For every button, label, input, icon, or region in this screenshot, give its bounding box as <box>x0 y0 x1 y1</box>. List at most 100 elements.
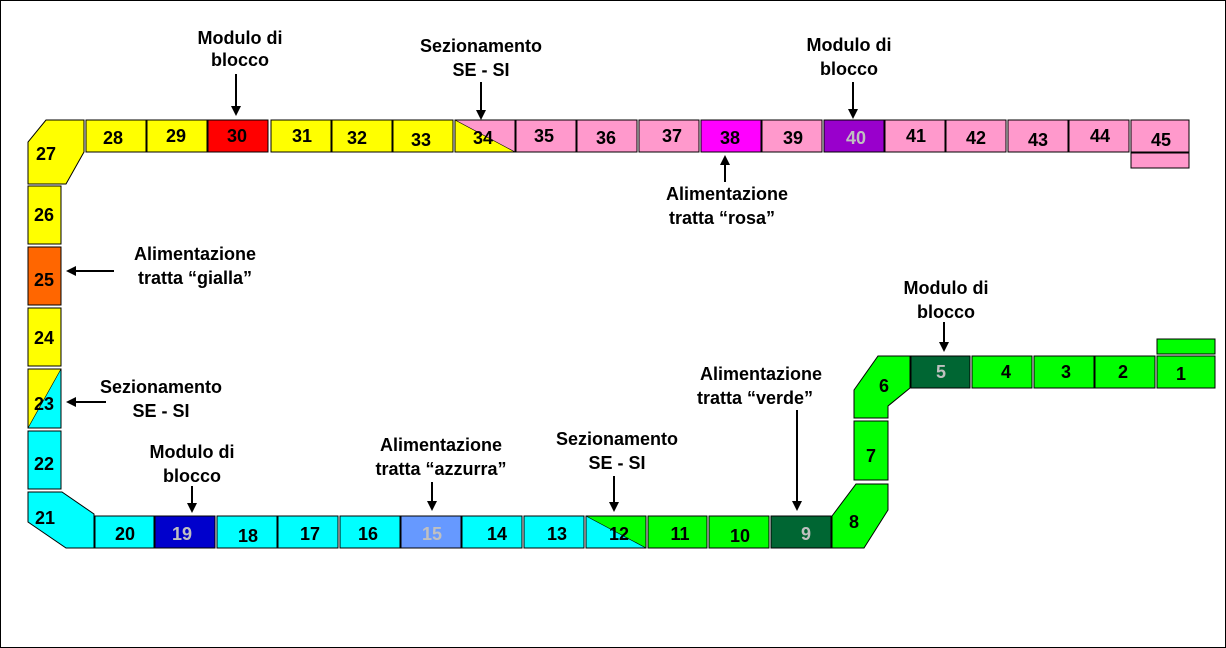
segment-13-label: 13 <box>547 524 567 544</box>
annotation-sez-34-line2: SE - SI <box>452 60 509 80</box>
segment-5: 5 <box>910 355 971 389</box>
segment-20-label: 20 <box>115 524 135 544</box>
annotation-alim-38-line1: Alimentazione <box>666 184 788 204</box>
segment-3: 3 <box>1033 355 1095 389</box>
segment-32: 32 <box>331 119 393 153</box>
annotation-alim-15-line2: tratta “azzurra” <box>375 459 506 479</box>
segment-45-label: 45 <box>1151 130 1171 150</box>
segment-10: 10 <box>708 515 770 549</box>
segment-33-label: 33 <box>411 130 431 150</box>
segment-11-label: 11 <box>670 524 689 544</box>
segment-42-label: 42 <box>966 128 986 148</box>
segment-26-label: 26 <box>34 205 54 225</box>
segment-7: 7 <box>853 420 889 481</box>
segment-33: 33 <box>392 119 454 153</box>
segment-35-label: 35 <box>534 126 554 146</box>
annotation-alim-25-line1: Alimentazione <box>134 244 256 264</box>
annotation-modulo-5: Modulo di blocco <box>904 278 989 352</box>
segment-13: 13 <box>523 515 585 549</box>
annotation-sez-23: Sezionamento SE - SI <box>66 377 222 421</box>
segment-21-label: 21 <box>35 508 55 528</box>
segment-37: 37 <box>638 119 700 153</box>
segment-3-label: 3 <box>1061 362 1071 382</box>
segment-32-label: 32 <box>347 128 367 148</box>
segment-30: 30 <box>207 119 269 153</box>
annotation-modulo-5-line2: blocco <box>917 302 975 322</box>
annotation-modulo-40-line2: blocco <box>820 59 878 79</box>
segment-9-label: 9 <box>801 524 811 544</box>
segment-39-label: 39 <box>783 128 803 148</box>
segment-38-label: 38 <box>720 128 740 148</box>
segment-21: 21 <box>27 491 95 549</box>
segment-10-label: 10 <box>730 526 750 546</box>
annotation-sez-34-line1: Sezionamento <box>420 36 542 56</box>
segment-14: 14 <box>461 515 523 549</box>
annotation-alim-9-line2: tratta “verde” <box>697 388 813 408</box>
segment-25: 25 <box>27 246 62 306</box>
segment-25-label: 25 <box>34 270 54 290</box>
annotation-modulo-19-line1: Modulo di <box>150 442 235 462</box>
segment-19-label: 19 <box>172 524 192 544</box>
segment-38: 38 <box>700 119 762 153</box>
annotation-modulo-40: Modulo di blocco <box>807 35 891 119</box>
segment-15: 15 <box>400 515 462 549</box>
segment-12: 12 <box>585 515 647 549</box>
annotation-sez-34: Sezionamento SE - SI <box>420 36 542 120</box>
segment-22: 22 <box>27 430 62 490</box>
segment-40: 40 <box>823 119 885 153</box>
segment-34: 34 <box>454 119 516 153</box>
annotation-sez-23-line2: SE - SI <box>132 401 189 421</box>
segment-17: 17 <box>277 515 339 549</box>
segment-14-label: 14 <box>487 524 507 544</box>
segment-2-label: 2 <box>1118 362 1128 382</box>
annotation-sez-23-line1: Sezionamento <box>100 377 222 397</box>
segment-43-label: 43 <box>1028 130 1048 150</box>
segment-23: 23 <box>27 368 62 429</box>
segment-27: 27 <box>27 119 85 185</box>
annotation-modulo-30-line1: Modulo di <box>198 28 283 48</box>
segment-18-label: 18 <box>238 526 258 546</box>
annotation-alim-15: Alimentazione tratta “azzurra” <box>375 435 507 511</box>
segment-44: 44 <box>1068 119 1130 153</box>
segment-31-label: 31 <box>292 126 312 146</box>
annotation-sez-12-line2: SE - SI <box>588 453 645 473</box>
segment-43: 43 <box>1007 119 1069 153</box>
segment-12-label: 12 <box>609 524 629 544</box>
segment-11: 11 <box>647 515 708 549</box>
segment-41-label: 41 <box>906 126 926 146</box>
annotation-alim-9-line1: Alimentazione <box>700 364 822 384</box>
segment-23-label: 23 <box>34 394 54 414</box>
segment-29-label: 29 <box>166 126 186 146</box>
segment-24-label: 24 <box>34 328 54 348</box>
segment-8-label: 8 <box>849 512 859 532</box>
segment-35: 35 <box>515 119 577 153</box>
segment-45: 45 <box>1130 119 1190 169</box>
segment-16-label: 16 <box>358 524 378 544</box>
annotation-modulo-19: Modulo di blocco <box>150 442 235 513</box>
segment-22-label: 22 <box>34 454 54 474</box>
annotation-modulo-30-line2: blocco <box>211 50 269 70</box>
segment-16: 16 <box>339 515 401 549</box>
segment-28-label: 28 <box>103 128 123 148</box>
annotation-sez-12-line1: Sezionamento <box>556 429 678 449</box>
annotation-alim-25: Alimentazione tratta “gialla” <box>66 244 256 288</box>
segment-37-label: 37 <box>662 126 682 146</box>
segment-5-label: 5 <box>936 362 946 382</box>
segment-27-label: 27 <box>36 144 56 164</box>
segment-36-label: 36 <box>596 128 616 148</box>
annotation-alim-38: Alimentazione tratta “rosa” <box>666 155 788 228</box>
segment-20: 20 <box>94 515 155 549</box>
segment-41: 41 <box>884 119 946 153</box>
segment-1-label: 1 <box>1176 364 1186 384</box>
segment-18: 18 <box>216 515 278 549</box>
segment-30-label: 30 <box>227 126 247 146</box>
annotation-modulo-5-line1: Modulo di <box>904 278 989 298</box>
segment-44-label: 44 <box>1090 126 1110 146</box>
segment-4: 4 <box>971 355 1033 389</box>
annotation-modulo-19-line2: blocco <box>163 466 221 486</box>
segment-19: 19 <box>154 515 216 549</box>
segment-17-label: 17 <box>300 524 320 544</box>
